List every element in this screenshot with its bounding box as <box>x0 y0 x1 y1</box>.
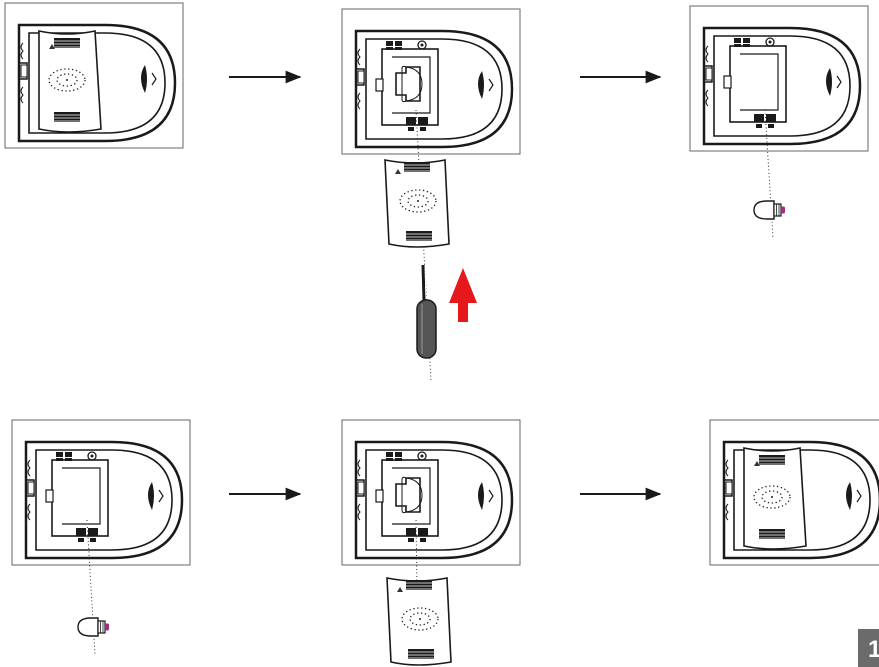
front-cover-returning <box>387 578 451 665</box>
step-6-cover-on <box>710 420 879 565</box>
guide-line-3 <box>764 109 774 239</box>
page-tab <box>858 629 879 667</box>
direction-arrow-up <box>449 268 477 322</box>
step-1-cover-on <box>5 3 183 148</box>
page-tab-label: 1 <box>868 636 879 663</box>
screwdriver <box>416 264 437 359</box>
step-2-cover-removed <box>342 9 520 154</box>
step-4-bulb-inserted <box>12 420 190 565</box>
step-5-cover-reattaching <box>342 420 520 565</box>
front-cover-piece <box>385 160 449 247</box>
bulb-to-insert <box>77 617 110 637</box>
step-3-bulb-removed <box>690 6 868 151</box>
bulb-removed <box>753 200 786 220</box>
